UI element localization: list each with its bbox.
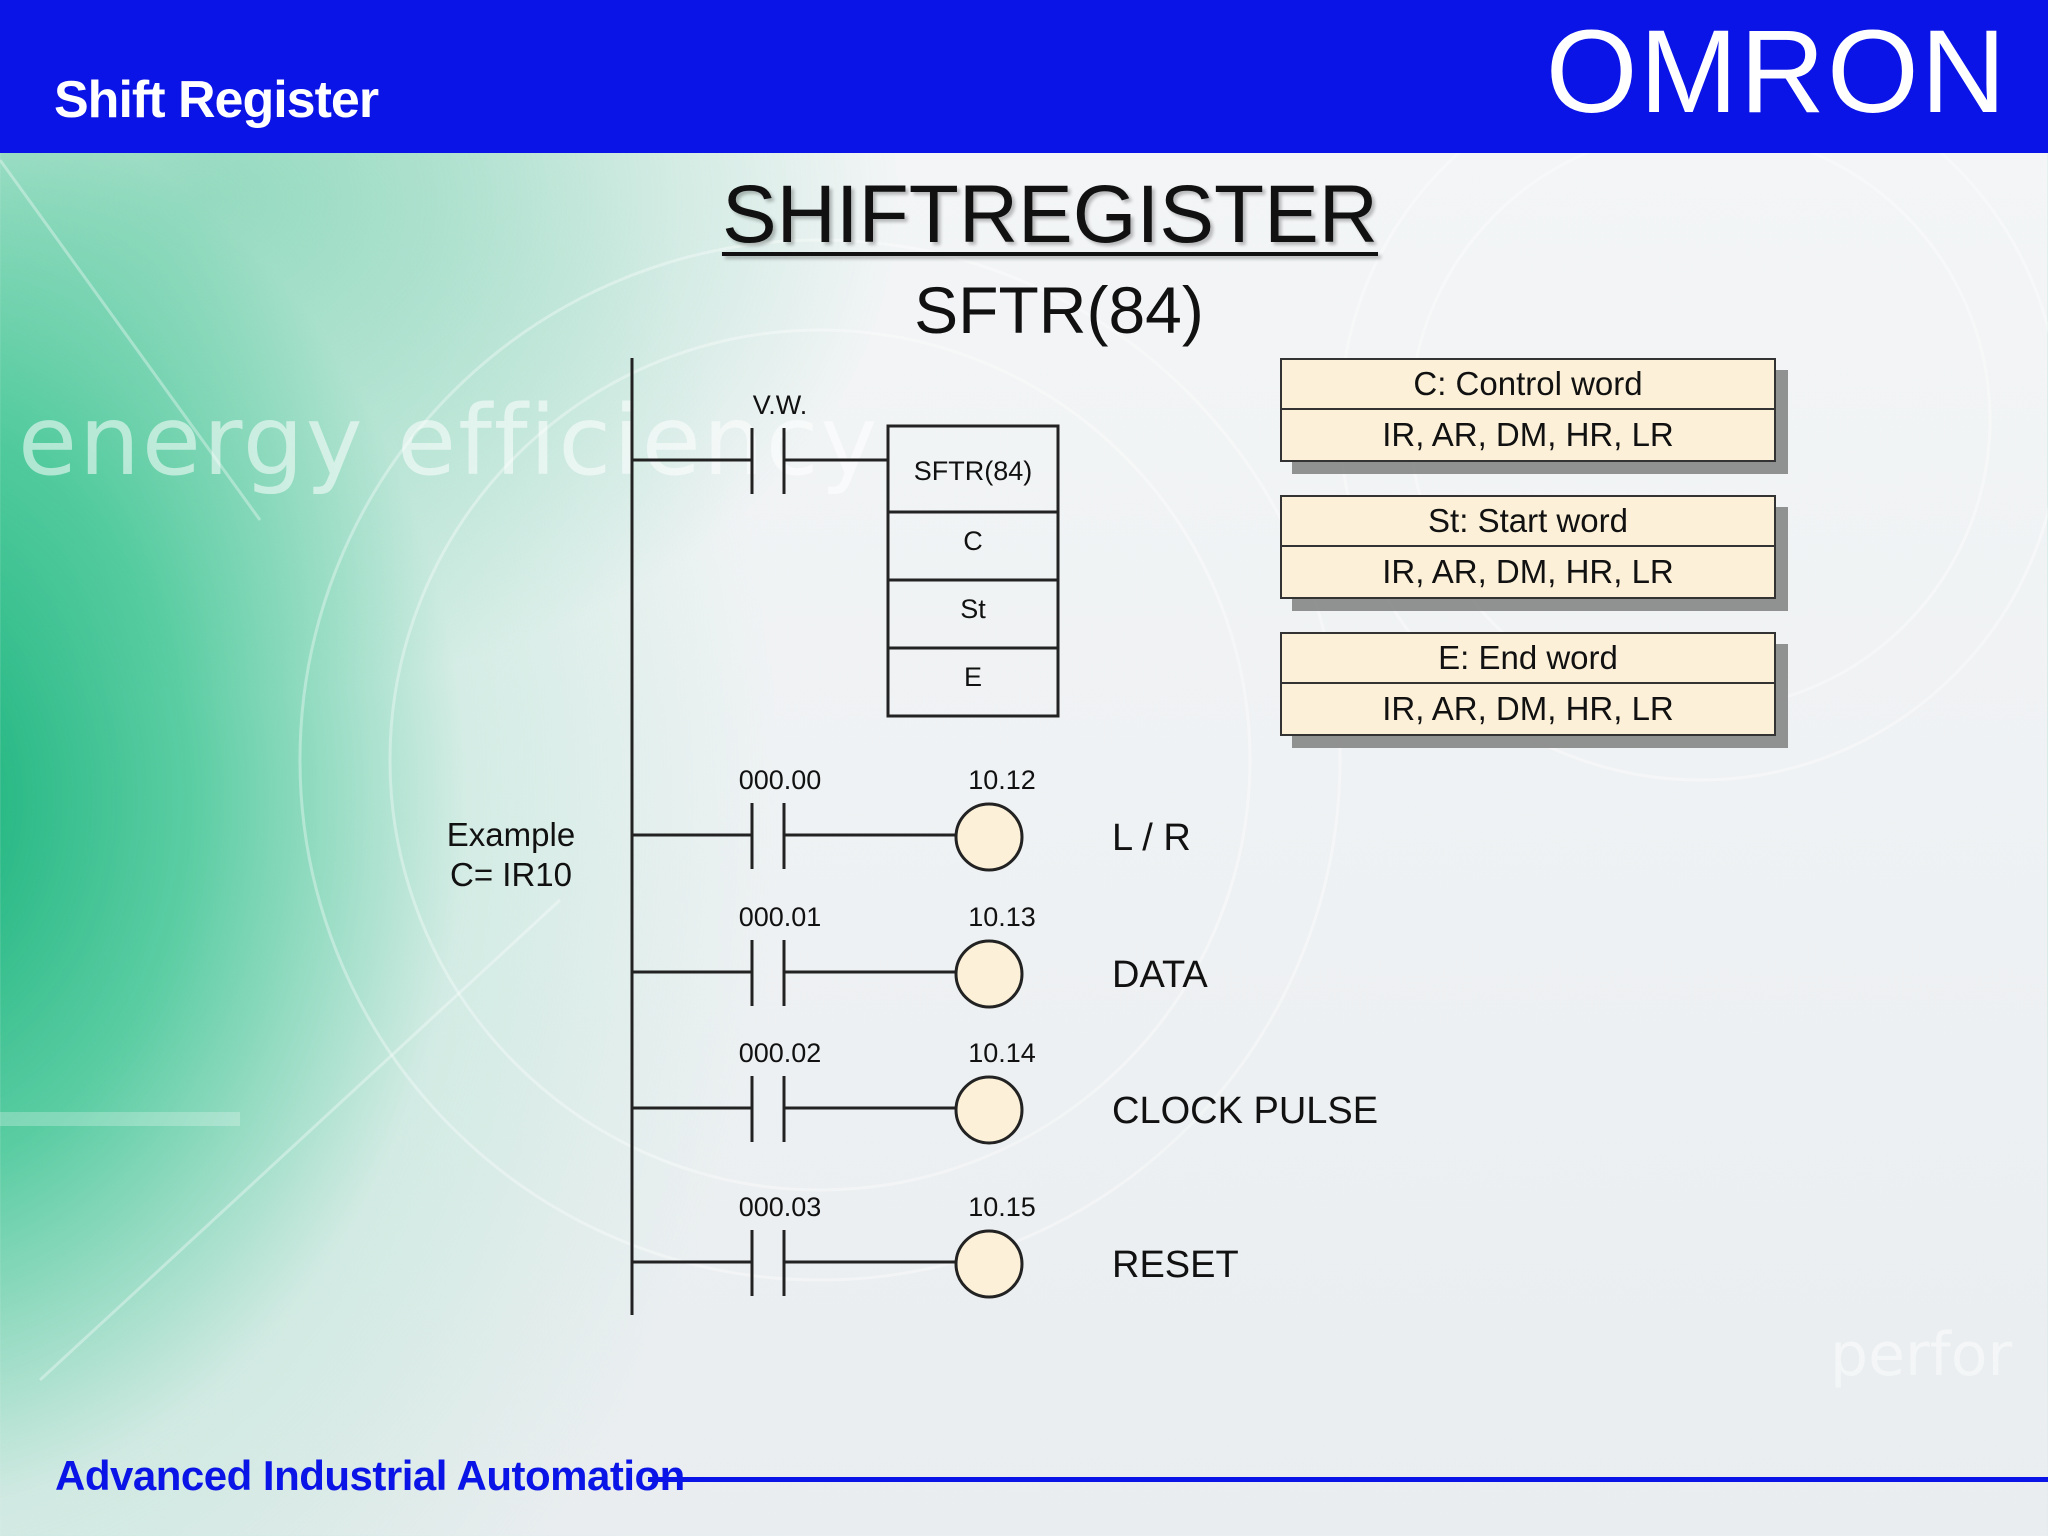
coil bbox=[954, 1075, 1024, 1145]
rung-4-input: 000.03 bbox=[739, 1192, 822, 1222]
box-title: E: End word bbox=[1282, 634, 1774, 684]
rung-1 bbox=[632, 802, 1024, 872]
trigger-label: V.W. bbox=[753, 390, 808, 420]
rung-3-input: 000.02 bbox=[739, 1038, 822, 1068]
box-areas: IR, AR, DM, HR, LR bbox=[1382, 690, 1674, 727]
sftr-block bbox=[886, 424, 1060, 718]
rung-1-output: 10.12 bbox=[968, 765, 1036, 795]
rung-3 bbox=[632, 1075, 1024, 1145]
block-operand-e: E bbox=[964, 662, 982, 692]
box-title: C: Control word bbox=[1282, 360, 1774, 410]
coil bbox=[954, 1229, 1024, 1299]
block-operand-st: St bbox=[960, 594, 986, 624]
start-word-box: St: Start word IR, AR, DM, HR, LR bbox=[1280, 495, 1776, 599]
background-watermark-2: perfor bbox=[1830, 1320, 2013, 1390]
rung-2-function: DATA bbox=[1112, 954, 1208, 996]
header-bar: Shift Register OMRON bbox=[0, 0, 2048, 153]
box-title: St: Start word bbox=[1282, 497, 1774, 547]
example-label: Example bbox=[447, 816, 575, 853]
end-word-box: E: End word IR, AR, DM, HR, LR bbox=[1280, 632, 1776, 736]
box-areas: IR, AR, DM, HR, LR bbox=[1382, 553, 1674, 590]
rung-2-input: 000.01 bbox=[739, 902, 822, 932]
rung-2-output: 10.13 bbox=[968, 902, 1036, 932]
header-title: Shift Register bbox=[54, 71, 379, 129]
rung-3-function: CLOCK PULSE bbox=[1112, 1090, 1378, 1132]
box-areas: IR, AR, DM, HR, LR bbox=[1382, 416, 1674, 453]
example-value: C= IR10 bbox=[450, 856, 572, 893]
background-watermark: energy efficiency bbox=[18, 385, 880, 497]
rung-4 bbox=[632, 1229, 1024, 1299]
rung-4-output: 10.15 bbox=[968, 1192, 1036, 1222]
footer-divider bbox=[648, 1477, 2048, 1482]
rung-4-function: RESET bbox=[1112, 1244, 1239, 1286]
block-name: SFTR(84) bbox=[914, 456, 1033, 486]
trigger-rung bbox=[632, 428, 888, 494]
rung-1-function: L / R bbox=[1112, 817, 1191, 859]
coil bbox=[954, 939, 1024, 1009]
slide-subtitle: SFTR(84) bbox=[914, 273, 1204, 347]
slide-title: SHIFTREGISTER bbox=[721, 169, 1379, 260]
footer-text: Advanced Industrial Automation bbox=[55, 1452, 685, 1499]
rung-3-output: 10.14 bbox=[968, 1038, 1036, 1068]
rung-1-input: 000.00 bbox=[739, 765, 822, 795]
control-word-box: C: Control word IR, AR, DM, HR, LR bbox=[1280, 358, 1776, 462]
block-operand-c: C bbox=[963, 526, 983, 556]
coil bbox=[954, 802, 1024, 872]
brand-logo: OMRON bbox=[1545, 6, 2008, 138]
rung-2 bbox=[632, 939, 1024, 1009]
